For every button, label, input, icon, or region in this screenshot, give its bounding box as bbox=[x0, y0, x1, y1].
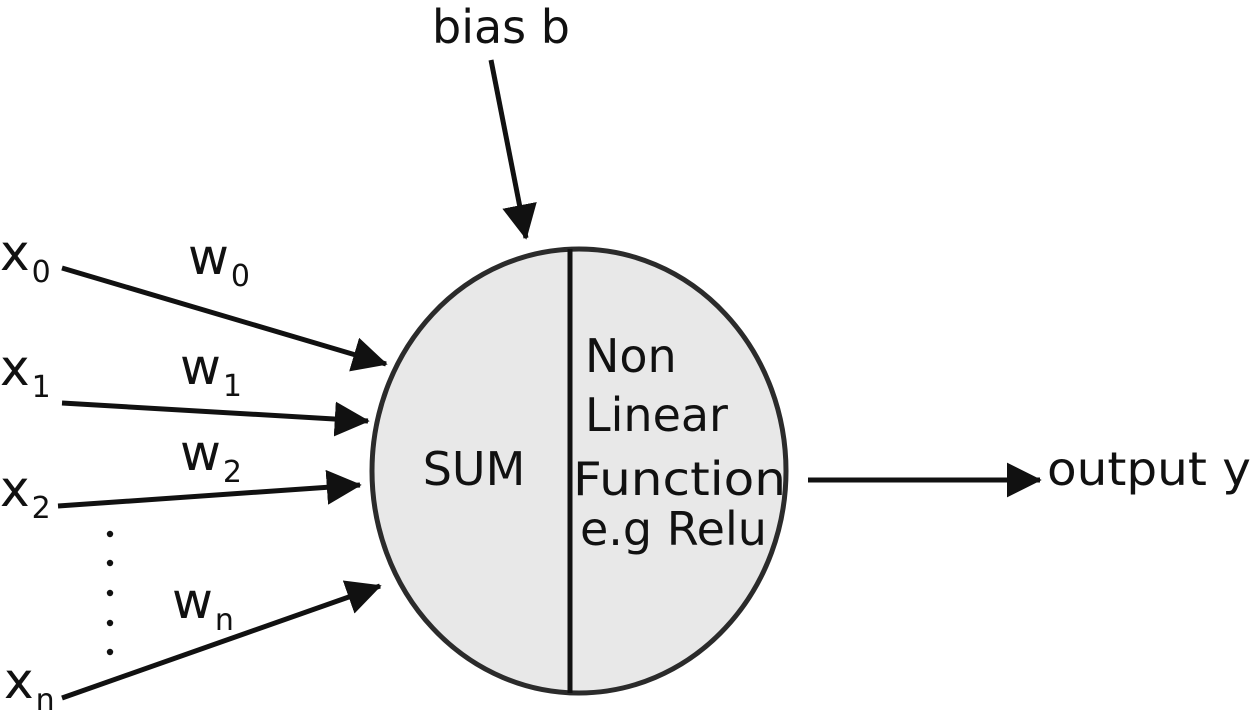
activation-line-2: Linear bbox=[585, 388, 728, 442]
weight-label-w2: w2 bbox=[180, 424, 242, 490]
input-label-x2: x2 bbox=[0, 460, 51, 526]
input-arrow-x0 bbox=[61, 265, 388, 372]
bias-label: bias b bbox=[432, 0, 570, 54]
weight-label-w0: w0 bbox=[188, 228, 250, 294]
weight-label-wn: wn bbox=[172, 572, 234, 638]
input-arrow-x1 bbox=[61, 400, 370, 437]
sum-label: SUM bbox=[423, 442, 526, 496]
input-arrow-x2 bbox=[57, 469, 362, 509]
bias-arrow bbox=[488, 59, 537, 240]
ellipsis-dots bbox=[106, 530, 114, 656]
input-arrow-xn bbox=[61, 580, 382, 701]
input-label-xn: xn bbox=[4, 652, 55, 716]
activation-line-3: Function bbox=[573, 452, 786, 506]
output-label: output y bbox=[1047, 442, 1251, 496]
weight-label-w1: w1 bbox=[180, 338, 242, 404]
input-label-x1: x1 bbox=[0, 339, 51, 405]
neuron-circle bbox=[369, 246, 789, 696]
activation-line-1: Non bbox=[585, 329, 677, 383]
input-label-x0: x0 bbox=[0, 224, 51, 290]
activation-line-4: e.g Relu bbox=[580, 502, 767, 556]
